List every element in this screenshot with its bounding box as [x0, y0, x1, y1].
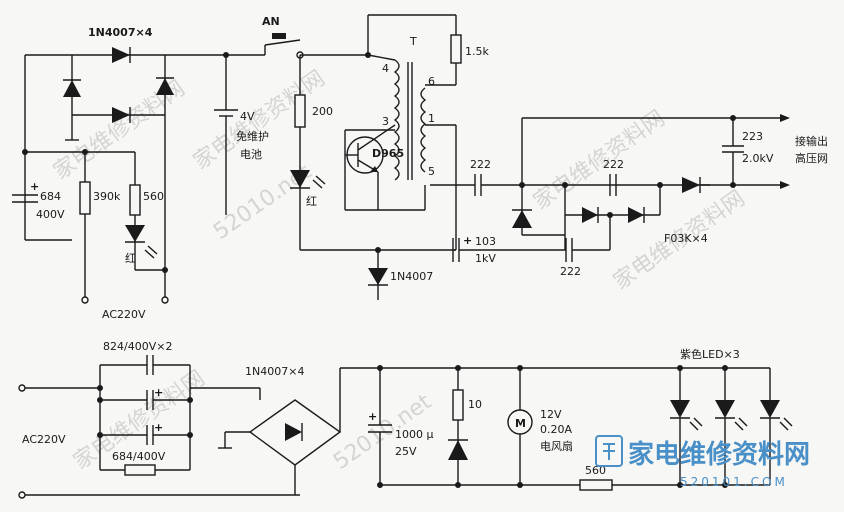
pin-1: 1: [428, 112, 435, 125]
r-200-label: 200: [312, 105, 333, 118]
resistor-1-5k-icon: [450, 34, 462, 64]
svg-text:+: +: [463, 234, 472, 247]
pin-6: 6: [428, 75, 435, 88]
motor-name: 电风扇: [540, 439, 573, 453]
brand-logo-icon: [595, 435, 623, 467]
ac-terminal-3: [18, 384, 26, 392]
purple-led-1-icon: [670, 365, 703, 488]
resistor-10-icon: [452, 389, 464, 421]
motor-current: 0.20A: [540, 423, 572, 436]
r-10-label: 10: [468, 398, 482, 411]
cap-103-voltage: 1kV: [475, 252, 496, 265]
r-1-5k-label: 1.5k: [465, 45, 489, 58]
leds-label: 紫色LED×3: [680, 347, 740, 361]
cap-684-400-label: 684/400V: [112, 450, 166, 463]
cap-222-b-label: 222: [603, 158, 624, 171]
cap-1000-label: 1000 μ: [395, 428, 434, 441]
ac-terminal-4: [18, 491, 26, 499]
r-390k-label: 390k: [93, 190, 121, 203]
bridge-label: 1N4007×4: [245, 365, 304, 378]
red-led-1-icon: [125, 225, 145, 242]
diode-1n4007-icon: [368, 268, 388, 285]
ac-terminal-2: [161, 296, 169, 304]
pin-4: 4: [382, 62, 389, 75]
resistor-200-icon: [294, 94, 306, 128]
led-red-1-label: 红: [125, 252, 136, 265]
bridge-diode-1-icon: [63, 80, 81, 97]
diode-1n4007-label: 1N4007: [390, 270, 433, 283]
battery-note-1: 免维护: [236, 129, 269, 143]
cap-222-a-label: 222: [470, 158, 491, 171]
diode-f03k-3-icon: [628, 207, 644, 223]
brand-url: 520101.COM: [680, 475, 788, 489]
output-label-1: 接输出: [795, 134, 828, 148]
bridge-diode-4-icon: [112, 107, 130, 123]
zener-diode-icon: [448, 440, 468, 460]
f03k-label: F03K×4: [664, 232, 708, 245]
brand-logo: 家电维修资料网 520101.COM: [595, 435, 810, 489]
diode-f03k-4-icon: [682, 177, 700, 193]
diode-f03k-2-icon: [582, 207, 598, 223]
diode-f03k-1-icon: [512, 210, 532, 228]
red-led-2-icon: [290, 170, 310, 188]
resistor-560-bottom-icon: [579, 479, 613, 491]
bridge-diodes-label: 1N4007×4: [88, 26, 153, 39]
battery-note-2: 电池: [240, 148, 262, 161]
r-560-bottom-label: 560: [585, 464, 606, 477]
switch-an-icon: [272, 33, 286, 39]
motor-voltage: 12V: [540, 408, 562, 421]
svg-text:+: +: [154, 386, 163, 399]
switch-label: AN: [262, 15, 280, 28]
svg-text:+: +: [154, 421, 163, 434]
cap-222-c-label: 222: [560, 265, 581, 278]
purple-led-2-icon: [715, 365, 748, 488]
bridge-diode-2-icon: [112, 47, 130, 63]
led-red-2-label: 红: [306, 195, 317, 208]
caps-label: 824/400V×2: [103, 340, 172, 353]
cap-1000-voltage: 25V: [395, 445, 417, 458]
brand-name: 家电维修资料网: [628, 439, 810, 470]
cap-684-voltage: 400V: [36, 208, 65, 221]
purple-led-3-icon: [760, 368, 793, 485]
pin-3: 3: [382, 115, 389, 128]
ac-terminal-1: [81, 296, 89, 304]
resistor-390k-icon: [79, 181, 91, 215]
resistor-bottom-icon: [124, 464, 156, 476]
resistor-560-icon: [129, 184, 141, 216]
r-560-label: 560: [143, 190, 164, 203]
cap-223-label: 223: [742, 130, 763, 143]
svg-text:+: +: [368, 410, 377, 423]
output-label-2: 高压网: [795, 151, 828, 165]
bridge-diode-3-icon: [156, 78, 174, 95]
transformer-secondary-icon: [420, 87, 427, 173]
svg-text:+: +: [30, 180, 39, 193]
cap-223-voltage: 2.0kV: [742, 152, 774, 165]
cap-103-label: 103: [475, 235, 496, 248]
transformer-t: T: [409, 35, 417, 48]
bottom-ac-label: AC220V: [22, 433, 66, 446]
cap-684-value: 684: [40, 190, 61, 203]
battery-voltage: 4V: [240, 110, 255, 123]
top-circuit: 1N4007×4 + 684 400V 390k 560 红 AC220V: [12, 14, 828, 321]
watermark-cn-3: 家电维修资料网: [529, 106, 670, 215]
transistor-label: D965: [372, 147, 404, 160]
top-ac-label: AC220V: [102, 308, 146, 321]
pin-5: 5: [428, 165, 435, 178]
bottom-circuit: AC220V 824/400V×2 + + 684/400V: [18, 340, 793, 499]
transformer-primary-icon: [393, 59, 400, 181]
motor-letter: M: [515, 417, 526, 430]
